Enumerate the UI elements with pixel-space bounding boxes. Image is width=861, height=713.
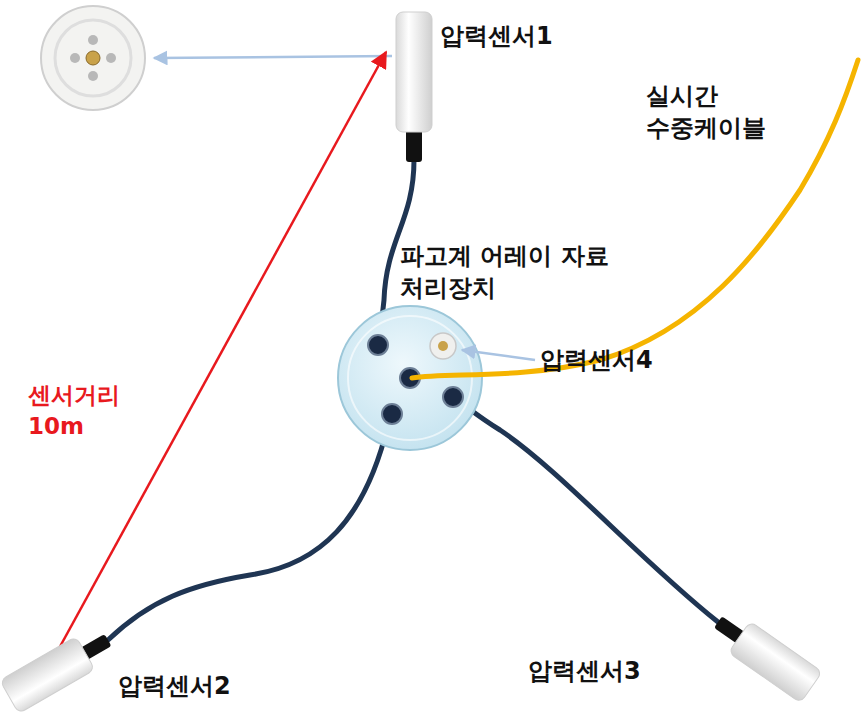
cable-port: [368, 335, 388, 355]
processor-label: 파고계 어레이 자료 처리장치: [400, 240, 650, 305]
sensor-label: 압력센서1: [440, 20, 553, 52]
sensor-body: [0, 637, 95, 713]
inset-pointer-arrow: [154, 56, 392, 58]
distance-label: 센서거리 10m: [28, 380, 140, 442]
sensor-face-port: [86, 51, 100, 65]
sensor-body: [396, 12, 432, 132]
sensor-label: 압력센서4: [540, 344, 653, 376]
cable-port: [382, 404, 402, 424]
sensor-cable: [108, 425, 388, 640]
sensor-face-screw: [106, 53, 116, 63]
sensor-face-ring: [55, 20, 131, 96]
sensor-label: 압력센서2: [118, 670, 231, 702]
sensor-face-inset: [41, 6, 145, 110]
sensor4-pointer-arrow: [462, 350, 535, 360]
pressure-sensor-2: [0, 624, 118, 713]
cable-port: [443, 387, 463, 407]
pressure-sensor-4: [430, 333, 456, 359]
sensor-cable: [457, 400, 718, 622]
sensor-face-screw: [70, 53, 80, 63]
realtime-underwater-cable: [412, 60, 858, 378]
sensor-body: [728, 621, 822, 703]
sensor-face-screw: [88, 71, 98, 81]
distance-arrow: [34, 52, 386, 694]
pressure-sensor-3: [707, 606, 822, 703]
sensor-face-screw: [88, 35, 98, 45]
sensor-connector: [406, 128, 422, 162]
pressure-sensor-4-port: [438, 341, 448, 351]
sensor-face-disc: [41, 6, 145, 110]
pressure-sensor-1: [396, 12, 432, 162]
cable-label: 실시간 수중케이블: [646, 80, 826, 145]
sensor-label: 압력센서3: [528, 655, 641, 687]
